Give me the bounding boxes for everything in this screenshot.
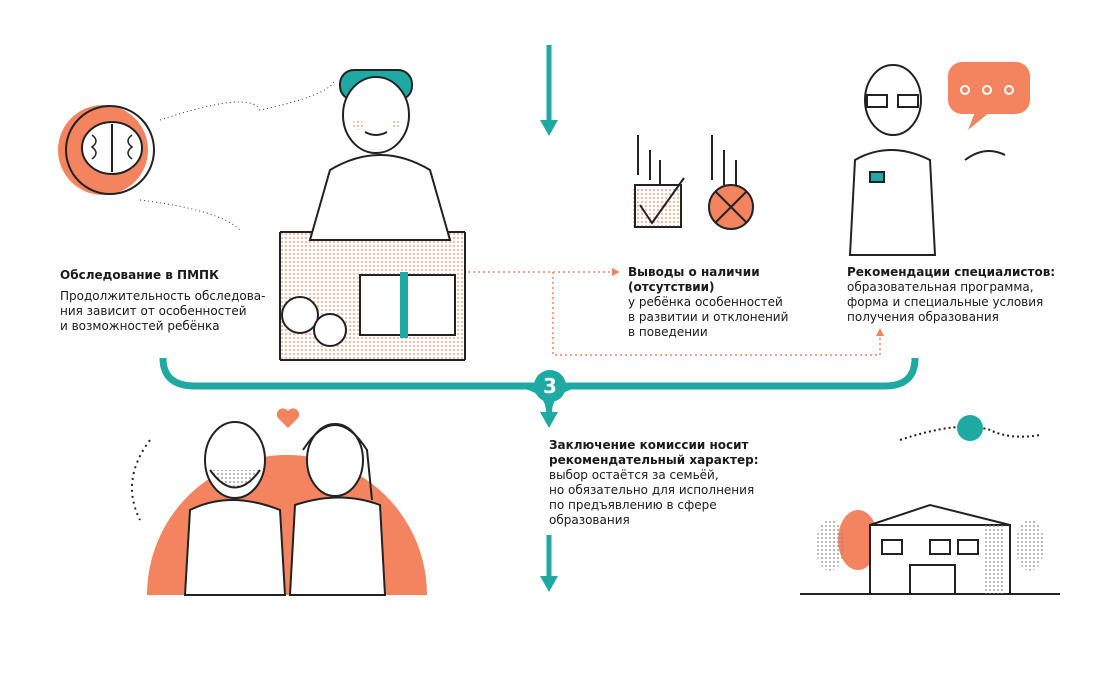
conclusions-line: у ребёнка особенностей: [628, 295, 783, 309]
conclusions-block: Выводы о наличии (отсутствии) у ребёнка …: [628, 265, 788, 340]
verdict-line: образования: [549, 513, 630, 527]
recommendations-line: форма и специальные условия: [847, 295, 1044, 309]
conclusions-title: (отсутствии): [628, 280, 715, 294]
verdict-line: но обязательно для исполнения: [549, 483, 755, 497]
dotted-connectors: [468, 271, 881, 356]
step-number: 3: [543, 374, 557, 398]
exam-title: Обследование в ПМПК: [60, 268, 219, 282]
verdict-title: Заключение комиссии носит: [549, 438, 749, 452]
conclusions-line: в поведении: [628, 325, 708, 339]
speech-bubble-icon: [948, 62, 1030, 130]
recommendations-block: Рекомендации специалистов: образовательн…: [847, 265, 1055, 325]
exam-line: и возможностей ребёнка: [60, 319, 220, 333]
school-building-illustration: [800, 415, 1060, 595]
exam-block: Обследование в ПМПК Продолжительность об…: [60, 268, 265, 334]
flow-arrow-middle: [524, 383, 574, 428]
recommendations-line: образовательная программа,: [847, 280, 1034, 294]
recommendations-title: Рекомендации специалистов:: [847, 265, 1056, 279]
exam-line: ния зависит от особенностей: [60, 304, 247, 318]
recommendations-line: получения образования: [847, 310, 999, 324]
conclusions-title: Выводы о наличии: [628, 265, 760, 279]
parents-illustration: [131, 421, 427, 596]
flow-arrow-bottom: [540, 535, 558, 592]
heart-icon: [276, 408, 300, 428]
verdict-title: рекомендательный характер:: [549, 453, 759, 467]
exam-line: Продолжительность обследова-: [60, 289, 266, 303]
verdict-line: по предъявлению в сфере: [549, 498, 717, 512]
child-at-desk-illustration: [279, 69, 466, 361]
checkmark-icon: [632, 135, 685, 228]
verdict-block: Заключение комиссии носит рекомендательн…: [549, 438, 759, 528]
flow-arrow-top: [540, 45, 558, 136]
verdict-line: выбор остаётся за семьёй,: [549, 468, 719, 482]
cross-icon: [708, 135, 754, 230]
conclusions-line: в развитии и отклонений: [628, 310, 789, 324]
brain-icon: [58, 79, 336, 231]
specialist-illustration: [848, 64, 1006, 256]
